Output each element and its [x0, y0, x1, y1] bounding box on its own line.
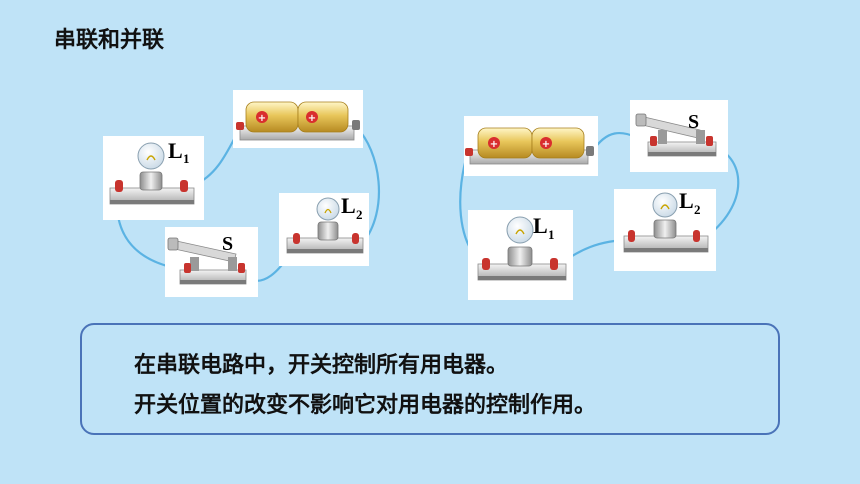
left-battery: + + [233, 90, 363, 148]
right-circuit: + + S L [459, 100, 740, 300]
note-line-2: 开关位置的改变不影响它对用电器的控制作用。 [134, 393, 597, 418]
svg-text:+: + [490, 139, 498, 150]
right-bulb-l2-sub: 2 [694, 202, 701, 217]
left-bulb-l1: L 1 [103, 136, 204, 220]
right-bulb-l1-label: L [533, 213, 548, 238]
circuit-diagrams: L 1 + + L 2 [103, 90, 740, 300]
note-line-1: 在串联电路中，开关控制所有用电器。 [134, 353, 509, 378]
left-bulb-l1-label: L [168, 138, 183, 163]
right-switch-label: S [688, 111, 699, 133]
left-switch: S [165, 227, 258, 297]
left-circuit: L 1 + + L 2 [103, 90, 381, 297]
right-switch: S [630, 100, 728, 172]
left-bulb-l2: L 2 [279, 193, 369, 266]
page-title: 串联和并联 [54, 28, 165, 53]
right-bulb-l1-sub: 1 [548, 227, 555, 242]
right-battery: + + [464, 116, 598, 176]
left-bulb-l1-sub: 1 [183, 151, 190, 166]
left-switch-label: S [222, 233, 233, 255]
svg-text:+: + [258, 113, 266, 124]
right-bulb-l2: L 2 [614, 188, 716, 271]
right-bulb-l1: L 1 [468, 210, 573, 300]
svg-text:+: + [308, 113, 316, 124]
svg-text:+: + [542, 139, 550, 150]
left-bulb-l2-label: L [341, 193, 356, 218]
right-bulb-l2-label: L [679, 188, 694, 213]
note-box: 在串联电路中，开关控制所有用电器。 开关位置的改变不影响它对用电器的控制作用。 [80, 323, 780, 435]
left-bulb-l2-sub: 2 [356, 207, 363, 222]
